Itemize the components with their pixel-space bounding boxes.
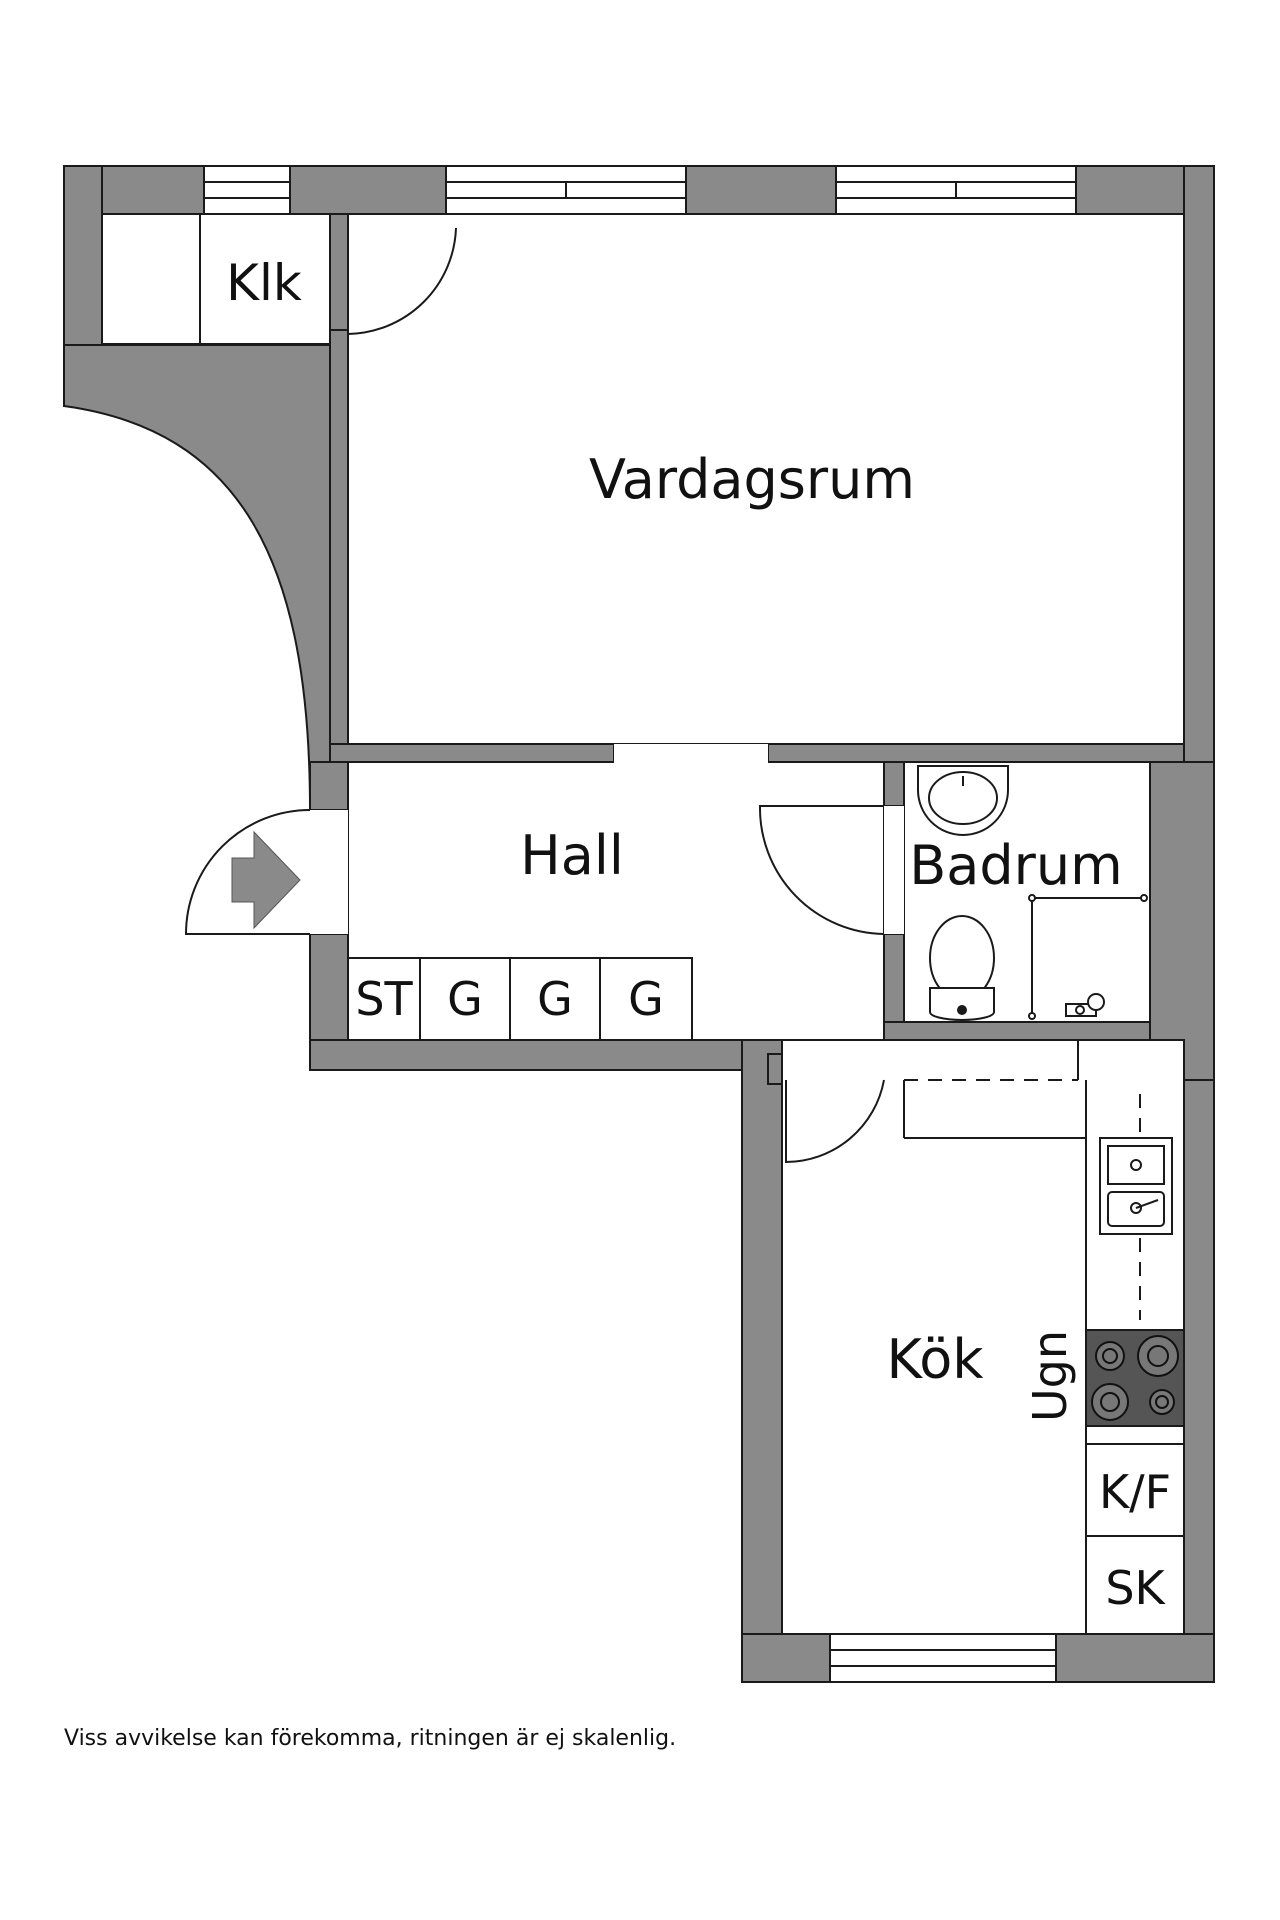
door-entrance-swing (184, 809, 311, 935)
washbasin-icon (917, 765, 1009, 836)
kitchen-sink-icon (1099, 1137, 1173, 1235)
wall-living-bottom-right (767, 743, 1185, 763)
wall-bath-right (1149, 761, 1215, 1081)
room-label-klk: Klk (226, 254, 302, 312)
living-floor (347, 213, 1185, 745)
stove-burners (1091, 1335, 1179, 1421)
door-bath-swing (758, 805, 885, 935)
doors (184, 213, 885, 1164)
room-label-kok: Kök (886, 1328, 984, 1391)
kitchen-units (1085, 1443, 1185, 1635)
wall-living-left (329, 329, 349, 751)
window-kitchen (829, 1633, 1057, 1683)
oven-label: Ugn (1023, 1330, 1077, 1422)
wall-bath-left-top (883, 761, 905, 807)
wall-hall-bottom (309, 1039, 771, 1071)
shower-mixer-icon (1065, 993, 1105, 1017)
bathroom-fixtures (917, 765, 1148, 1021)
storage-g2-label: G (537, 972, 573, 1026)
room-label-vardagsrum: Vardagsrum (589, 448, 915, 511)
wall-closet-right (329, 213, 349, 335)
door-closet-swing (347, 227, 457, 335)
hall-storage (347, 957, 693, 1041)
storage-st-label: ST (355, 972, 413, 1026)
room-label-badrum: Badrum (909, 834, 1122, 897)
storage-g3-label: G (628, 972, 664, 1026)
entrance-arrow-icon (231, 830, 301, 930)
wall-living-bottom-left (329, 743, 615, 763)
toilet-icon (929, 915, 995, 1021)
window-living-left (445, 165, 687, 215)
wall-curve (63, 344, 331, 811)
wall-hall-left-top (309, 761, 349, 811)
door-closet (347, 213, 456, 330)
window-closet (203, 165, 291, 215)
storage-g1-label: G (447, 972, 483, 1026)
shower-rail (1028, 894, 1148, 1020)
windows (203, 165, 1077, 1683)
room-label-hall: Hall (520, 824, 624, 887)
fridge-freezer-label: K/F (1099, 1465, 1171, 1519)
cabinet-sk-label: SK (1105, 1561, 1166, 1615)
door-kitchen-swing (785, 1079, 885, 1164)
window-living-right (835, 165, 1077, 215)
door-openings (310, 744, 904, 1110)
wall-kitchen-left (741, 1039, 783, 1681)
disclaimer-text: Viss avvikelse kan förekomma, ritningen … (64, 1726, 677, 1751)
